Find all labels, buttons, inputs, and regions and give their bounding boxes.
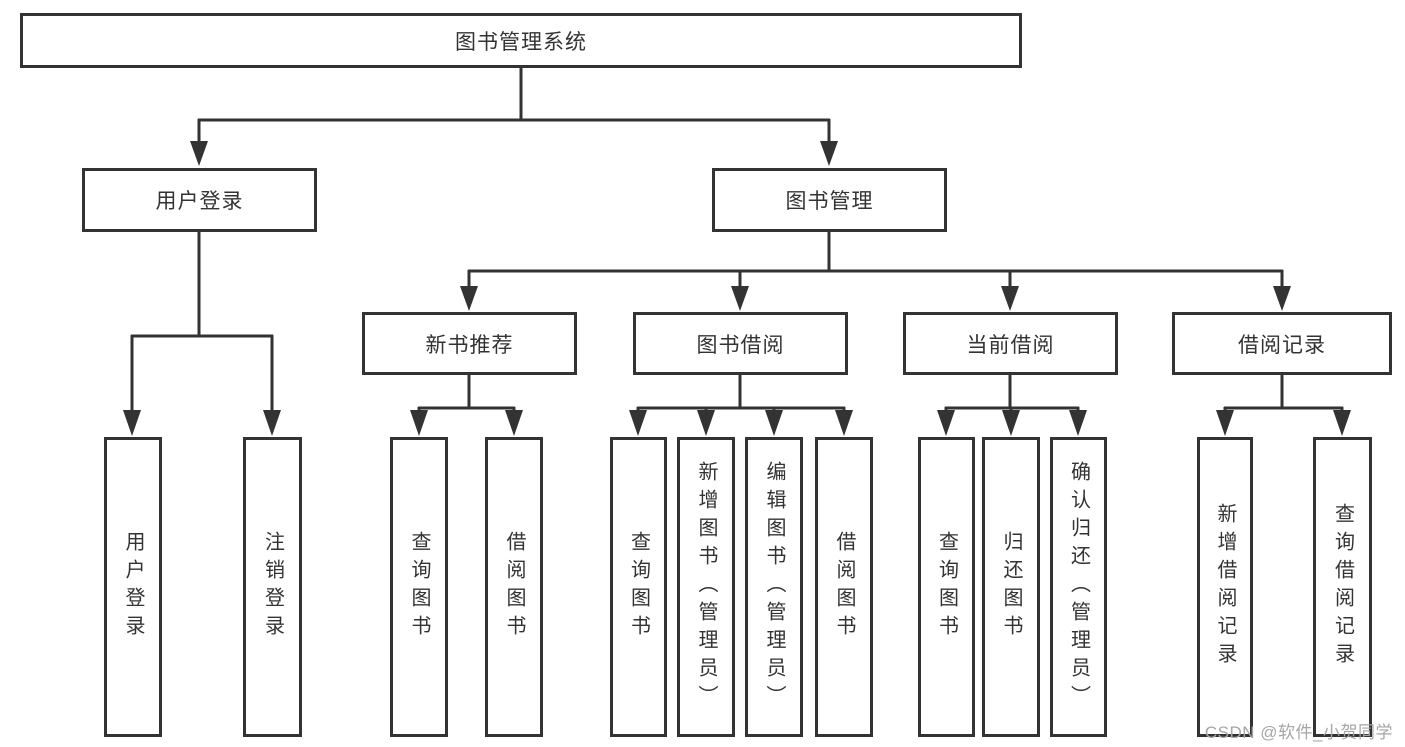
arrow-down-icon <box>765 410 783 436</box>
node-label: 编辑图书（管理员） <box>763 461 785 713</box>
node-label: 当前借阅 <box>966 333 1055 357</box>
leaf-edit-books-admin: 编辑图书（管理员） <box>745 437 803 737</box>
arrow-down-icon <box>820 141 838 166</box>
arrow-down-icon <box>123 410 141 436</box>
leaf-logout: 注销登录 <box>243 437 302 737</box>
node-label: 查询图书 <box>935 531 958 643</box>
arrow-down-icon <box>835 410 853 436</box>
node-label: 用户登录 <box>155 190 244 213</box>
node-label: 归还图书 <box>1000 531 1022 643</box>
node-book-borrowing: 图书借阅 <box>633 312 848 375</box>
node-label: 查询图书 <box>408 531 430 643</box>
connector-current-borrow-split <box>944 375 1080 414</box>
arrow-down-icon <box>731 286 749 311</box>
node-label: 注销登录 <box>261 531 284 643</box>
connector-user-login-split <box>130 232 274 412</box>
arrow-down-icon <box>410 410 428 436</box>
leaf-add-books-admin: 新增图书（管理员） <box>677 437 735 737</box>
connector-root-split <box>197 68 831 144</box>
leaf-rec-query-books: 查询图书 <box>390 437 448 737</box>
node-label: 借阅图书 <box>833 531 855 643</box>
node-label: 新增借阅记录 <box>1214 503 1236 671</box>
leaf-borrow-books: 借阅图书 <box>815 437 873 737</box>
arrow-down-icon <box>1333 410 1351 436</box>
arrow-down-icon <box>1001 286 1019 311</box>
leaf-current-query-books: 查询图书 <box>918 437 975 737</box>
arrow-down-icon <box>937 410 955 436</box>
node-label: 新增图书（管理员） <box>695 461 717 713</box>
leaf-query-borrow-record: 查询借阅记录 <box>1313 437 1372 737</box>
arrow-down-icon <box>263 410 281 436</box>
leaf-rec-borrow-books: 借阅图书 <box>485 437 543 737</box>
connector-book-borrow-split <box>636 375 846 414</box>
node-label: 图书管理系统 <box>455 30 587 54</box>
node-label: 查询借阅记录 <box>1331 503 1354 671</box>
arrow-down-icon <box>629 410 647 436</box>
arrow-down-icon <box>460 286 478 311</box>
arrow-down-icons <box>123 141 1351 436</box>
leaf-confirm-return-admin: 确认归还（管理员） <box>1050 437 1107 737</box>
node-borrowing-records: 借阅记录 <box>1172 312 1392 375</box>
connector-new-rec-split <box>417 375 516 414</box>
arrow-down-icon <box>1002 410 1020 436</box>
arrow-down-icon <box>1273 286 1291 311</box>
leaf-borrow-query-books: 查询图书 <box>610 437 667 737</box>
arrow-down-icon <box>1069 410 1087 436</box>
node-label: 图书借阅 <box>696 333 785 357</box>
arrow-down-icon <box>505 410 523 436</box>
connector-book-mgmt-split <box>467 232 1284 288</box>
arrow-down-icon <box>190 141 208 166</box>
node-library-management-system: 图书管理系统 <box>20 13 1022 68</box>
leaf-add-borrow-record: 新增借阅记录 <box>1197 437 1253 737</box>
node-label: 图书管理 <box>785 190 874 213</box>
arrow-down-icon <box>697 410 715 436</box>
node-new-book-recommendation: 新书推荐 <box>362 312 577 375</box>
node-current-borrowing: 当前借阅 <box>903 312 1118 375</box>
node-label: 用户登录 <box>122 531 144 643</box>
node-label: 新书推荐 <box>425 333 514 357</box>
node-label: 借阅记录 <box>1238 333 1326 357</box>
node-label: 确认归还（管理员） <box>1067 461 1090 713</box>
node-label: 借阅图书 <box>503 531 525 643</box>
node-label: 查询图书 <box>627 531 650 643</box>
node-book-management: 图书管理 <box>712 168 947 232</box>
node-user-login: 用户登录 <box>82 168 317 232</box>
connector-borrow-records-split <box>1223 375 1344 414</box>
arrow-down-icon <box>1216 410 1234 436</box>
leaf-user-login: 用户登录 <box>104 437 162 737</box>
leaf-return-books: 归还图书 <box>982 437 1040 737</box>
csdn-watermark: CSDN @软件_小贺同学 <box>1204 723 1393 742</box>
